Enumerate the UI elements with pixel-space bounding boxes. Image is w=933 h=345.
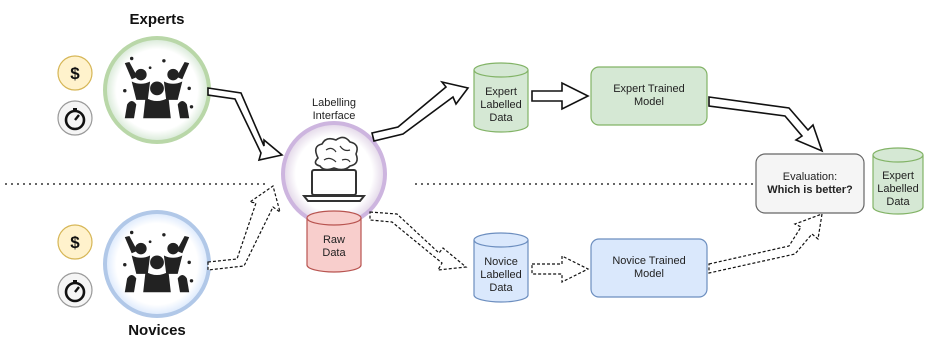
raw-data-line-2: Data xyxy=(322,247,346,259)
experts-dollar-sign: $ xyxy=(70,64,80,83)
laptop-icon xyxy=(301,169,367,202)
expert-model-line-2: Model xyxy=(634,96,664,108)
arrow-novice-data-to-model xyxy=(531,255,590,283)
novices-dollar-sign: $ xyxy=(70,233,80,252)
novice-data-line-2: Labelled xyxy=(480,269,522,281)
experts-people-icon xyxy=(103,36,211,144)
eval-expert-data-cylinder xyxy=(872,147,924,215)
labelling-interface-line-1: Labelling xyxy=(311,97,357,109)
novice-data-line-1: Novice xyxy=(484,256,518,268)
evaluation-line-1: Evaluation: xyxy=(782,170,838,183)
expert-data-line-3: Data xyxy=(489,112,513,124)
novice-trained-model-box xyxy=(590,238,708,298)
evaluation-line-2: Which is better? xyxy=(767,183,853,196)
arrow-experts-to-interface xyxy=(207,87,284,162)
raw-data-line-1: Raw xyxy=(322,234,345,246)
novice-trained-model-label: Novice Trained Model xyxy=(591,239,707,297)
eval-data-line-2: Labelled xyxy=(877,183,919,195)
expert-data-line-2: Labelled xyxy=(480,99,522,111)
experts-timer-icon xyxy=(57,100,93,136)
novices-coin-icon: $ xyxy=(57,224,93,260)
novices-people-icon xyxy=(103,210,211,318)
eval-expert-data-label: Expert Labelled Data xyxy=(873,170,923,209)
expert-trained-model-box xyxy=(590,66,708,126)
arrow-interface-to-expert-data xyxy=(371,80,470,142)
expert-model-line-1: Expert Trained xyxy=(613,83,685,95)
novices-title: Novices xyxy=(128,322,186,339)
labelling-interface-icon xyxy=(281,121,387,227)
evaluation-label: Evaluation: Which is better? xyxy=(756,154,864,213)
labelling-interface-label: Labelling Interface xyxy=(284,97,384,123)
novice-labelled-data-cylinder xyxy=(473,232,529,303)
novice-model-line-1: Novice Trained xyxy=(612,255,686,267)
expert-labelled-data-cylinder xyxy=(473,62,529,133)
arrow-novice-model-to-evaluation xyxy=(708,213,823,274)
experts-coin-icon: $ xyxy=(57,55,93,91)
novice-model-line-2: Model xyxy=(634,268,664,280)
arrow-novices-to-interface xyxy=(207,185,282,271)
raw-data-cylinder xyxy=(306,210,362,273)
experts-title: Experts xyxy=(129,11,185,28)
eval-data-line-1: Expert xyxy=(882,170,914,182)
eval-data-line-3: Data xyxy=(886,196,910,208)
novice-data-line-3: Data xyxy=(489,282,513,294)
raw-data-label: Raw Data xyxy=(307,234,361,260)
brain-icon xyxy=(314,136,358,171)
evaluation-box xyxy=(755,153,865,214)
novices-timer-icon xyxy=(57,272,93,308)
arrow-expert-model-to-evaluation xyxy=(708,96,824,153)
labelling-interface-line-2: Interface xyxy=(312,110,356,122)
arrow-interface-to-novice-data xyxy=(369,211,468,271)
expert-data-line-1: Expert xyxy=(485,86,517,98)
arrow-expert-data-to-model xyxy=(531,81,590,111)
expert-trained-model-label: Expert Trained Model xyxy=(591,67,707,125)
novice-labelled-data-label: Novice Labelled Data xyxy=(474,256,528,295)
expert-labelled-data-label: Expert Labelled Data xyxy=(474,86,528,125)
